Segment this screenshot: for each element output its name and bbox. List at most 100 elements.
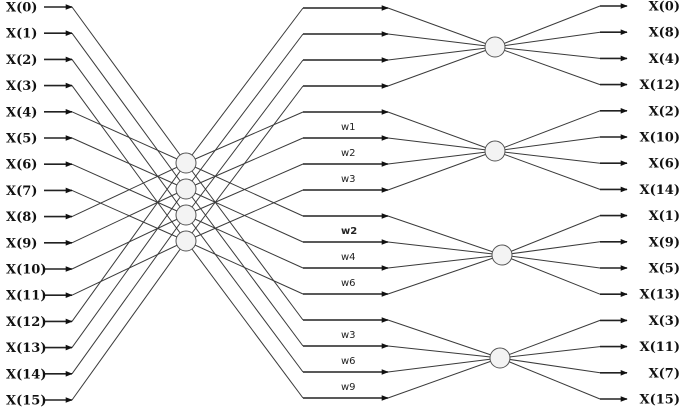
stage1-input-wire [71, 6, 187, 164]
stage2-input-wire [387, 150, 496, 165]
input-label: X(14) [6, 367, 46, 382]
stage1-input-wire [71, 162, 187, 322]
input-label: X(7) [6, 184, 37, 199]
stage2-output-wire [499, 357, 601, 400]
stage2-input-wire [387, 357, 501, 399]
butterfly-node [175, 204, 197, 226]
stage1-input-wire [71, 162, 187, 218]
butterfly-node [175, 230, 197, 252]
stage2-input-wire [387, 46, 496, 87]
input-label: X(1) [6, 27, 37, 42]
output-label: X(9) [649, 235, 680, 250]
output-label: X(0) [649, 0, 680, 15]
stage2-output-wire [499, 357, 601, 374]
stage2-output-wire [501, 254, 601, 269]
stage2-input-wire [387, 46, 496, 61]
output-label: X(12) [640, 78, 680, 93]
stage1-output-wire [185, 240, 304, 399]
twiddle-label: w2 [341, 148, 356, 159]
input-label: X(6) [6, 158, 37, 173]
stage1-output-wire [185, 214, 304, 373]
stage1-input-wire [71, 188, 187, 348]
stage1-output-wire [185, 33, 304, 190]
stage1-input-wire [71, 214, 187, 375]
stage2-input-wire [387, 254, 503, 269]
stage1-input-wire [71, 32, 187, 190]
twiddle-label: w9 [341, 382, 356, 393]
input-label: X(12) [6, 315, 46, 330]
input-label: X(4) [6, 105, 37, 120]
stage2-output-wire [494, 110, 601, 152]
stage1-output-wire [185, 163, 304, 216]
input-label: X(3) [6, 79, 37, 94]
stage2-input-wire [387, 111, 496, 152]
output-label: X(14) [640, 183, 680, 198]
stage2-output-wire [494, 136, 601, 152]
output-label: X(4) [649, 52, 680, 67]
stage2-input-wire [387, 150, 496, 191]
stage1-output-wire [185, 189, 304, 242]
stage2-input-wire [387, 254, 503, 295]
stage2-output-wire [501, 241, 601, 256]
output-label: X(13) [640, 288, 680, 303]
output-label: X(5) [649, 262, 680, 277]
output-label: X(7) [649, 366, 680, 381]
butterfly-node [484, 36, 506, 58]
wire-layer [71, 5, 601, 401]
output-label: X(6) [649, 157, 680, 172]
input-label: X(0) [6, 1, 37, 16]
output-label: X(3) [649, 314, 680, 329]
stage2-input-wire [387, 319, 501, 359]
butterfly-node [491, 244, 513, 266]
input-label: X(15) [6, 394, 46, 409]
input-label: X(13) [6, 341, 46, 356]
label-layer: X(0) X(1) X(2) X(3) X(4) X(5) X(6) X(7) X(8) X(9)… [6, 0, 680, 409]
stage1-input-wire [71, 240, 187, 401]
stage2-input-wire [387, 137, 496, 152]
stage1-input-wire [71, 188, 187, 244]
stage2-output-wire [494, 46, 601, 86]
stage2-output-wire [501, 254, 601, 295]
output-label: X(8) [649, 26, 680, 41]
input-label: X(10) [6, 263, 46, 278]
output-label: X(10) [640, 131, 680, 146]
output-label: X(1) [649, 209, 680, 224]
twiddle-label: w4 [341, 252, 356, 263]
stage2-input-wire [387, 357, 501, 373]
stage1-output-wire [185, 240, 304, 295]
twiddle-label: w1 [341, 122, 356, 133]
stage2-output-wire [494, 31, 601, 48]
stage2-input-wire [387, 241, 503, 256]
output-label: X(15) [640, 393, 680, 408]
stage2-output-wire [499, 346, 601, 359]
stage2-input-wire [387, 7, 496, 48]
input-label: X(11) [6, 289, 46, 304]
output-label: X(2) [649, 104, 680, 119]
butterfly-node [489, 347, 511, 369]
stage2-output-wire [494, 5, 601, 48]
stage2-output-wire [494, 46, 601, 59]
twiddle-label: w6 [341, 278, 356, 289]
stage2-output-wire [494, 150, 601, 164]
stage1-output-wire [185, 214, 304, 269]
twiddle-label: w6 [341, 356, 356, 367]
stage2-input-wire [387, 215, 503, 256]
stage1-input-wire [71, 111, 187, 164]
butterfly-node [175, 152, 197, 174]
stage2-input-wire [387, 345, 501, 359]
stage2-output-wire [499, 319, 601, 359]
stage1-output-wire [185, 59, 304, 216]
node-layer [175, 36, 513, 369]
stage2-input-wire [387, 33, 496, 48]
output-label: X(11) [640, 340, 680, 355]
input-label: X(5) [6, 132, 37, 147]
stage2-output-wire [501, 215, 601, 256]
input-label: X(2) [6, 53, 37, 68]
twiddle-label: w2 [341, 226, 357, 237]
butterfly-node [175, 178, 197, 200]
arrow-layer [44, 3, 628, 403]
input-label: X(8) [6, 210, 37, 225]
stage1-output-wire [185, 7, 304, 164]
